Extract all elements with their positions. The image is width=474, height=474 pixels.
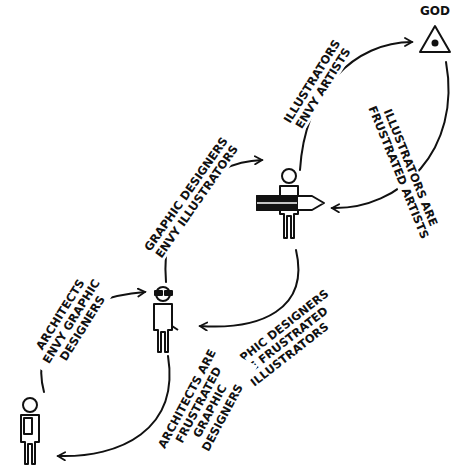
node-title: GOD [420,4,450,18]
arrow-label: ARCHITECTS ENVY GRAPHIC DESIGNERS [25,263,119,381]
god-node: GOD [420,4,450,18]
arrow-label: GRAPHIC DESIGNERS ENVY ILLUSTRATORS [134,123,250,273]
arrow-label: ILLUSTRATORS ARE FRUSTRATED ARTISTS [363,94,445,247]
cycle-arrows [41,42,448,456]
graphic-designer-figure [154,287,178,352]
god-symbol [420,26,450,52]
arrow-label: ILLUSTRATORS ENVY ARTISTS [274,26,362,145]
illustrator-figure [257,169,324,238]
architect-figure [21,398,39,464]
